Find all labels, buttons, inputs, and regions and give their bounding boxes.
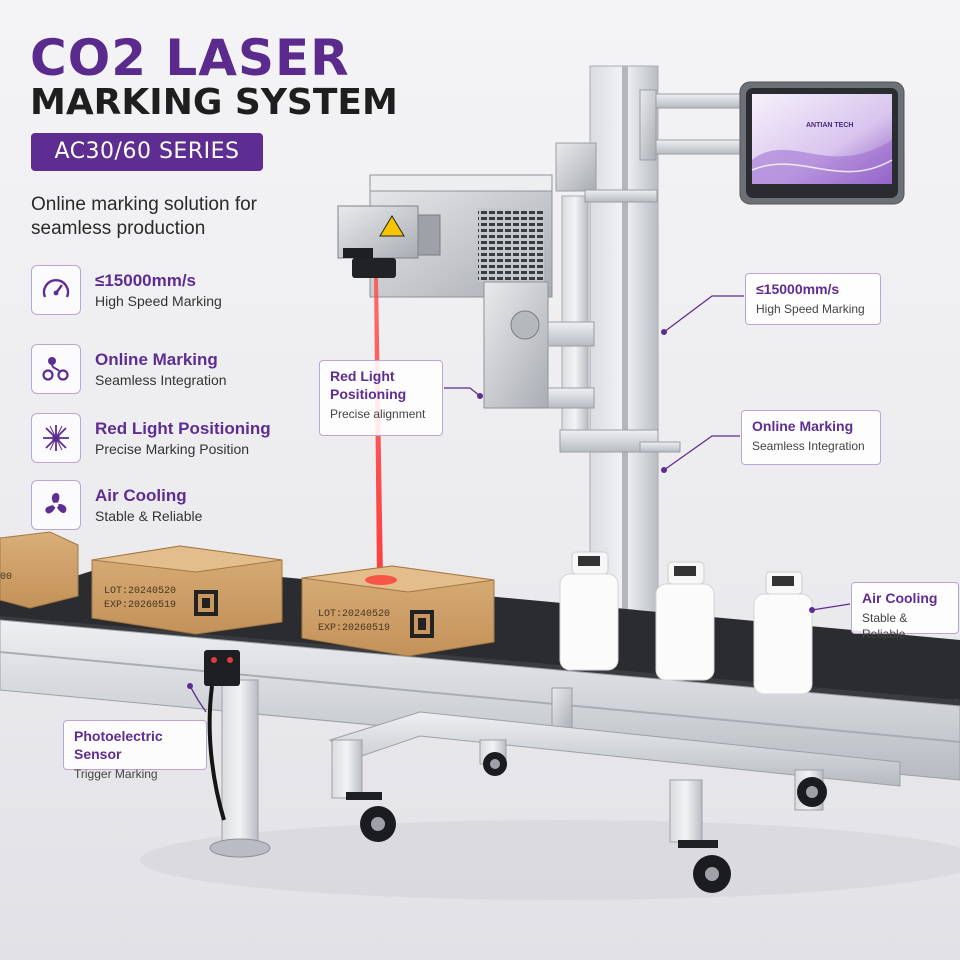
feature-item-red-light: Red Light Positioning Precise Marking Po… (31, 413, 331, 465)
feature-subtitle: Seamless Integration (95, 372, 227, 388)
conveyor-link-icon (31, 344, 81, 394)
cardboard-box (0, 531, 79, 609)
callout-online: Online Marking Seamless Integration (741, 410, 881, 465)
tagline: Online marking solution for seamless pro… (31, 194, 257, 239)
callout-subtitle: Trigger Marking (74, 767, 158, 781)
feature-subtitle: Precise Marking Position (95, 441, 250, 457)
callout-title: ≤15000mm/s (756, 281, 840, 297)
feature-subtitle: High Speed Marking (95, 293, 222, 309)
screen-logo: ANTIAN TECH (806, 122, 854, 129)
cardboard-box (91, 545, 283, 635)
feature-subtitle: Stable & Reliable (95, 508, 203, 524)
feature-title: ≤15000mm/s (95, 271, 197, 290)
cardboard-box (301, 565, 495, 657)
bottle (559, 551, 619, 671)
box-exp-label: EXP:20260519 (104, 600, 177, 611)
series-badge: AC30/60 SERIES (31, 133, 263, 171)
page-title: CO2 LASER (30, 29, 350, 87)
callout-title: Photoelectric Sensor (74, 728, 163, 762)
callout-subtitle: Seamless Integration (752, 439, 865, 453)
callout-sensor: Photoelectric Sensor Trigger Marking (63, 720, 207, 781)
caster-wheel (346, 792, 396, 842)
callout-red-light: Red Light Positioning Precise alignment (319, 360, 443, 436)
callout-subtitle: High Speed Marking (756, 302, 865, 316)
callout-title: Air Cooling (862, 590, 938, 606)
callout-subtitle: Precise alignment (330, 407, 426, 421)
box-partial-label: 00 (0, 572, 13, 583)
callout-title: Online Marking (752, 418, 854, 434)
caster-wheel (678, 840, 731, 893)
feature-item-online: Online Marking Seamless Integration (31, 344, 331, 396)
page-subtitle: MARKING SYSTEM (30, 82, 398, 123)
speedometer-icon (31, 265, 81, 315)
box-lot-label: LOT:20240520 (104, 586, 177, 597)
bottle (655, 561, 715, 681)
callout-subtitle: Stable & Reliable (862, 611, 908, 641)
feature-item-speed: ≤15000mm/s High Speed Marking (31, 265, 331, 317)
callout-air-cooling: Air Cooling Stable & Reliable (851, 582, 959, 641)
callout-speed: ≤15000mm/s High Speed Marking (745, 273, 881, 325)
box-exp-label: EXP:20260519 (318, 623, 391, 634)
feature-title: Red Light Positioning (95, 419, 271, 438)
feature-title: Online Marking (95, 350, 218, 369)
feature-item-air-cooling: Air Cooling Stable & Reliable (31, 480, 331, 532)
box-lot-label: LOT:20240520 (318, 609, 391, 620)
laser-burst-icon (31, 413, 81, 463)
callout-title: Red Light Positioning (330, 368, 407, 402)
caster-wheel (797, 777, 827, 807)
bottle (753, 571, 813, 695)
feature-title: Air Cooling (95, 486, 187, 505)
fan-icon (31, 480, 81, 530)
caster-wheel (483, 752, 507, 776)
